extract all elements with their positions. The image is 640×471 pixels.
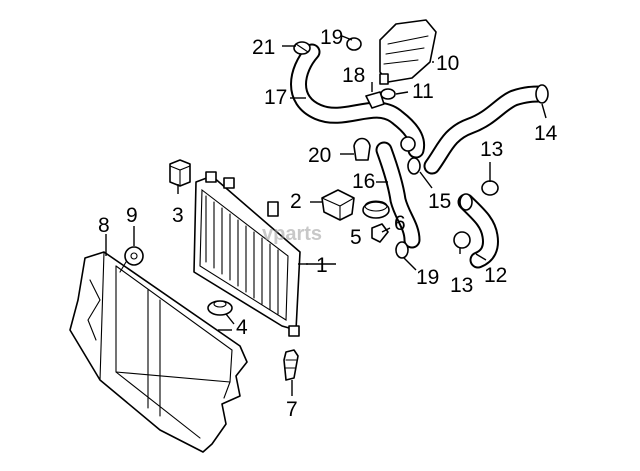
callout-21: 21 [252, 36, 275, 59]
callout-20: 20 [308, 144, 331, 167]
watermark: vparts [262, 223, 322, 245]
fan-clutch [119, 246, 144, 273]
radiator-cap [362, 200, 390, 219]
hose-clamps [400, 136, 499, 249]
clip-5 [371, 223, 389, 243]
callout-16: 16 [352, 170, 375, 193]
callout-1: 1 [316, 254, 328, 277]
callout-2: 2 [290, 190, 302, 213]
callout-18: 18 [342, 64, 365, 87]
tank-cap [380, 88, 396, 100]
rubber-mount [169, 159, 191, 187]
bypass-hose [457, 193, 499, 269]
callout-17: 17 [264, 86, 287, 109]
callout-10: 10 [436, 52, 459, 75]
callout-13b: 13 [450, 274, 473, 297]
upper-hose [290, 43, 426, 159]
hose-clamp-21 [293, 41, 311, 55]
callout-8: 8 [98, 214, 110, 237]
hose-clamp-19b [395, 241, 409, 259]
drain-plug [207, 300, 233, 316]
bracket [321, 189, 355, 221]
radiator [193, 171, 301, 337]
callout-11: 11 [412, 80, 434, 103]
callout-6: 6 [394, 212, 406, 235]
callout-arrows [218, 263, 336, 331]
callout-14: 14 [534, 122, 558, 145]
callout-13a: 13 [480, 138, 503, 161]
hose-clip-20 [353, 137, 371, 161]
bleeder-screw [283, 349, 299, 381]
callout-7: 7 [286, 398, 298, 421]
callout-12: 12 [484, 264, 507, 287]
expansion-tank [379, 19, 437, 85]
lower-hose [375, 141, 421, 249]
fan-shroud [69, 251, 248, 453]
callout-9: 9 [126, 204, 138, 227]
callout-3: 3 [172, 204, 184, 227]
callout-19b: 19 [416, 266, 439, 289]
callout-labels: 1 2 3 4 5 6 7 8 9 10 11 12 13 13 14 15 1… [98, 26, 558, 421]
leader-lines [105, 35, 547, 396]
callout-15: 15 [428, 190, 451, 213]
callout-4: 4 [236, 316, 248, 339]
heater-hose [423, 84, 549, 175]
callout-19a: 19 [320, 26, 343, 49]
callout-5: 5 [350, 226, 362, 249]
sensor [365, 91, 385, 109]
hose-clamp-19a [346, 37, 362, 51]
